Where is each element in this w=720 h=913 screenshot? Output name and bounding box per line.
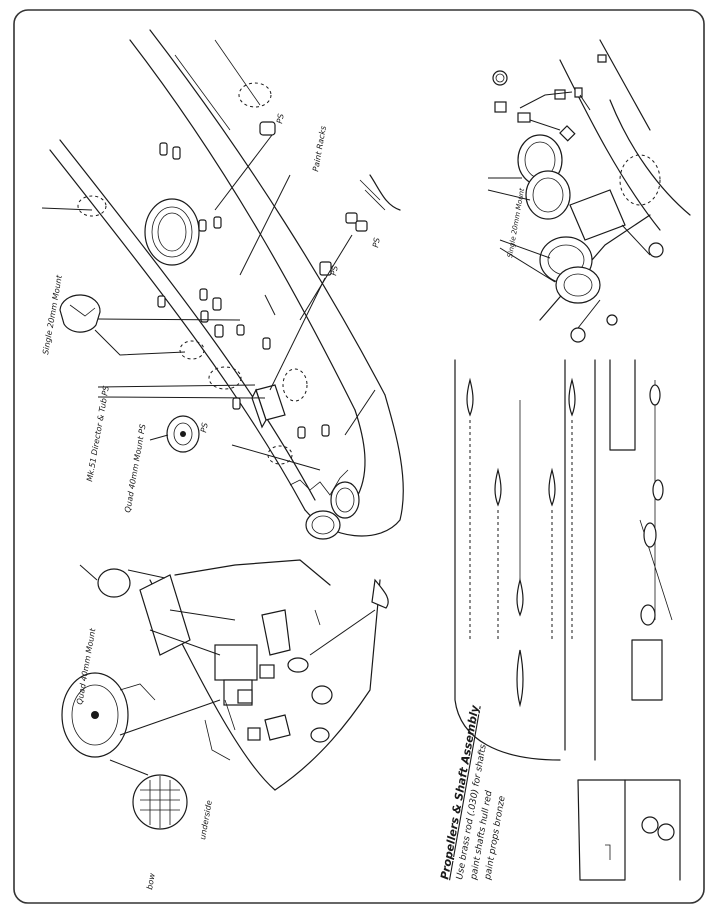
label-ps-4: PS	[199, 422, 210, 433]
propeller-shaft-drawing	[454, 359, 681, 881]
stern-gun-deck-drawing	[487, 39, 691, 343]
label-ps-1: PS	[275, 113, 286, 124]
label-bow: bow	[145, 872, 157, 890]
bow-hull-drawing	[41, 29, 404, 540]
page-frame	[13, 9, 705, 904]
bow-underside-drawing	[61, 559, 389, 830]
label-ps-2: PS	[329, 265, 340, 276]
label-ps-3: PS	[371, 237, 382, 248]
